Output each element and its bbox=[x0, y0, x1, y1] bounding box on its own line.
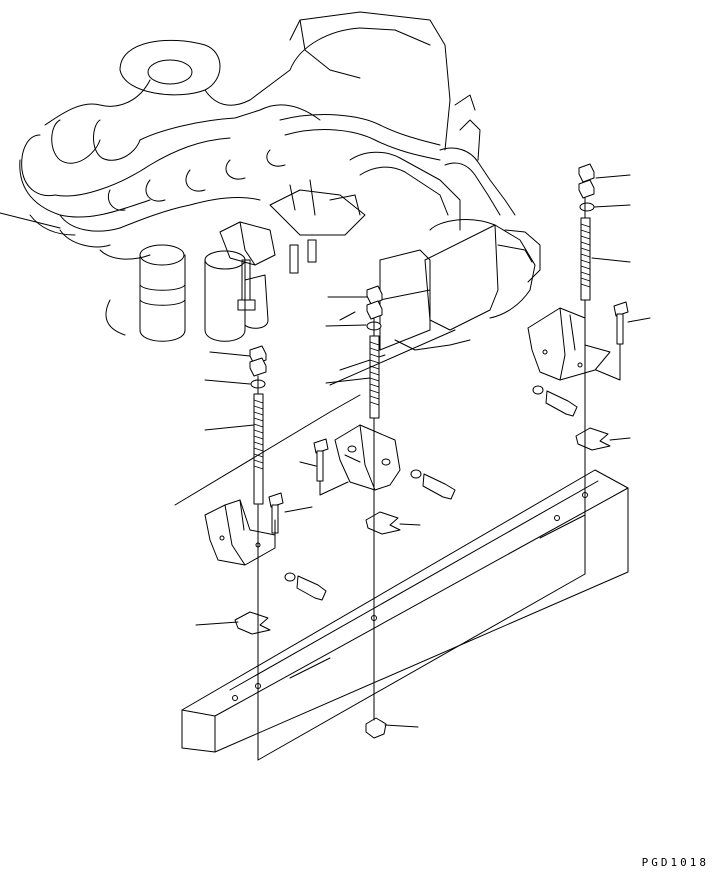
engine-rear-bracket bbox=[270, 180, 365, 273]
right-mount-stack bbox=[528, 164, 628, 450]
callout-leaders bbox=[0, 175, 650, 727]
assembly-lines bbox=[175, 198, 620, 760]
oil-filter-left bbox=[140, 245, 185, 341]
engine-front-bracket bbox=[220, 222, 275, 310]
engine-assembly bbox=[20, 12, 540, 370]
oil-filter-right bbox=[205, 251, 268, 341]
frame-beam bbox=[182, 470, 628, 752]
drawing-code: PGD1018 bbox=[641, 856, 709, 869]
left-mount-stack bbox=[205, 346, 326, 634]
